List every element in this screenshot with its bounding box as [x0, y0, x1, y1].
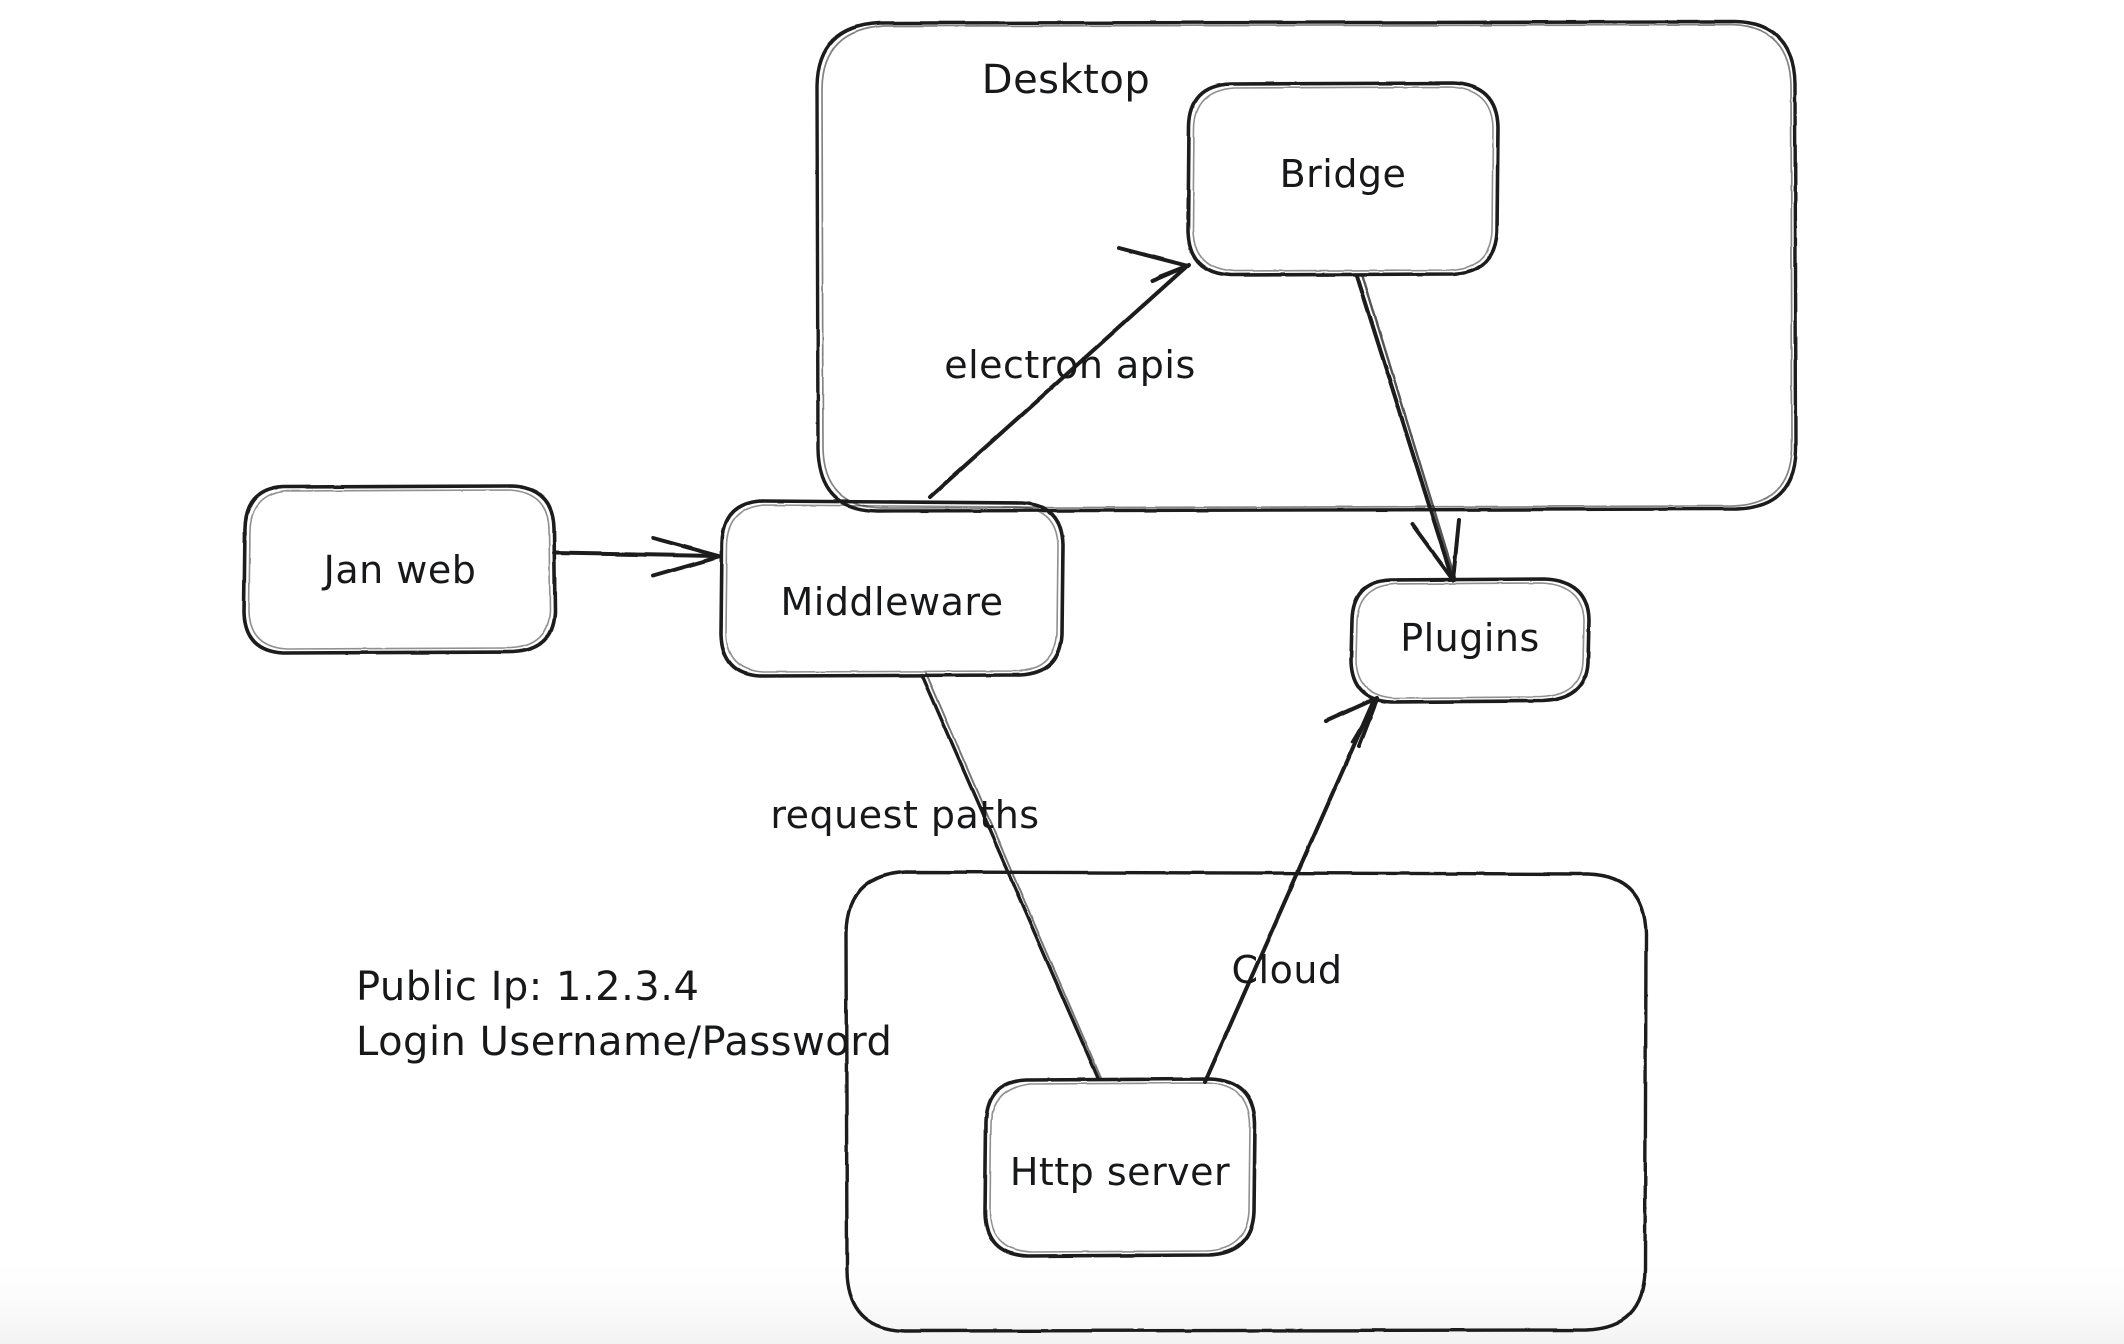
group-cloud-outline — [844, 870, 1648, 1333]
group-desktop-outline — [815, 20, 1798, 513]
node-http-server-outline — [983, 1077, 1257, 1258]
node-bridge-outline — [1186, 81, 1500, 277]
node-plugins-outline — [1349, 577, 1591, 704]
edge-httpserver-to-plugins — [1203, 696, 1379, 1084]
node-middleware-outline — [719, 499, 1065, 678]
edge-bridge-to-plugins — [1355, 272, 1461, 582]
edge-middleware-to-bridge — [928, 246, 1191, 499]
edge-janweb-to-middleware — [552, 536, 721, 578]
node-jan-web-outline — [242, 484, 557, 655]
edge-middleware-to-httpserver — [920, 672, 1102, 1080]
